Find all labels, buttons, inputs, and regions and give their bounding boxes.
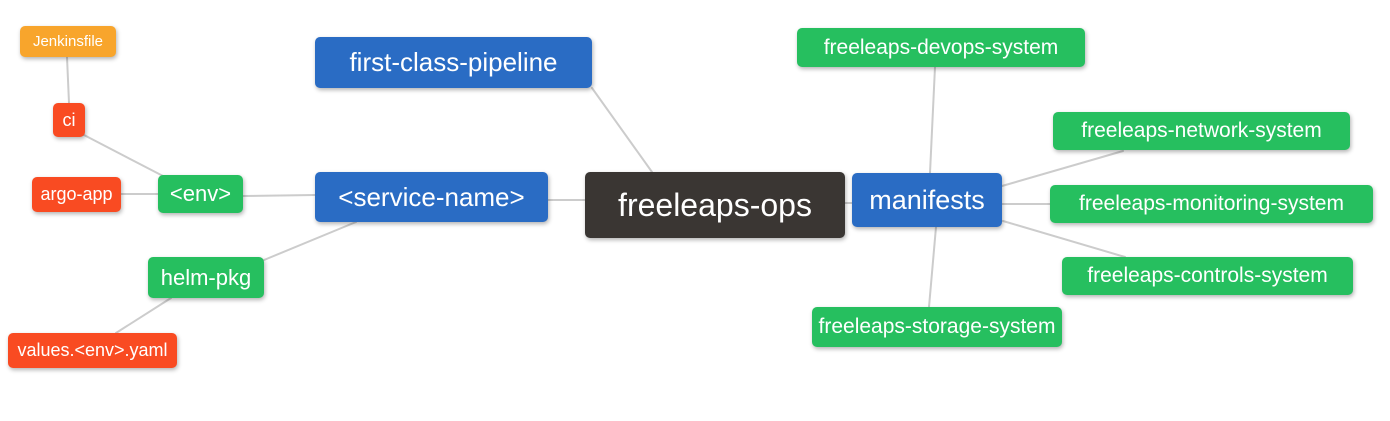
edge-manifests--freeleaps-devops-system [929, 66, 936, 174]
edge-env--service-name [242, 194, 316, 197]
node-values-env-yaml[interactable]: values.<env>.yaml [8, 333, 177, 368]
edge-manifests--freeleaps-network-system [1001, 150, 1124, 187]
node-service-name[interactable]: <service-name> [315, 172, 548, 222]
node-env[interactable]: <env> [158, 175, 243, 213]
edge-values-env-yaml--helm-pkg [115, 297, 172, 334]
edge-jenkinsfile--ci [66, 56, 70, 104]
node-freeleaps-controls-system[interactable]: freeleaps-controls-system [1062, 257, 1353, 295]
node-argo-app[interactable]: argo-app [32, 177, 121, 212]
edge-helm-pkg--service-name [263, 221, 357, 261]
node-ci[interactable]: ci [53, 103, 85, 137]
node-freeleaps-ops[interactable]: freeleaps-ops [585, 172, 845, 238]
node-first-class-pipeline[interactable]: first-class-pipeline [315, 37, 592, 88]
edge-ci--env [83, 134, 164, 177]
edge-first-class-pipeline--freeleaps-ops [591, 87, 653, 173]
edge-manifests--freeleaps-storage-system [928, 226, 937, 308]
node-manifests[interactable]: manifests [852, 173, 1002, 227]
node-freeleaps-network-system[interactable]: freeleaps-network-system [1053, 112, 1350, 150]
node-helm-pkg[interactable]: helm-pkg [148, 257, 264, 298]
edge-manifests--freeleaps-controls-system [1002, 220, 1126, 258]
node-jenkinsfile[interactable]: Jenkinsfile [20, 26, 116, 57]
node-freeleaps-storage-system[interactable]: freeleaps-storage-system [812, 307, 1062, 347]
node-freeleaps-monitoring-system[interactable]: freeleaps-monitoring-system [1050, 185, 1373, 223]
node-freeleaps-devops-system[interactable]: freeleaps-devops-system [797, 28, 1085, 67]
